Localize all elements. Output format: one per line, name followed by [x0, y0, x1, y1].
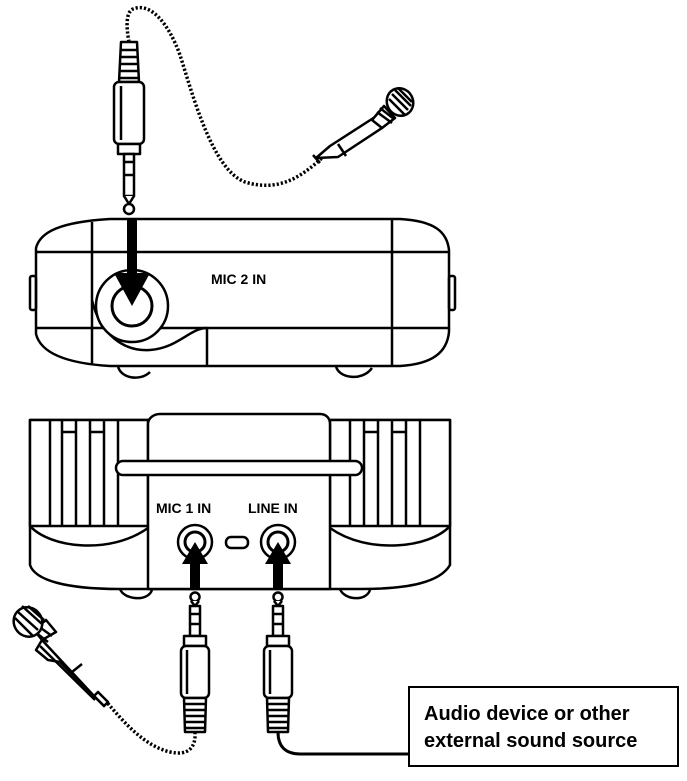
- callout-line-1: Audio device or other: [424, 703, 630, 725]
- mic2-in-label: MIC 2 IN: [211, 271, 266, 287]
- line-in-label: LINE IN: [248, 500, 298, 516]
- line-in-cable: [276, 731, 408, 756]
- bottom-mic-cable: [103, 698, 197, 755]
- mic1-plug: [179, 591, 211, 734]
- top-mic-cable: [125, 5, 324, 188]
- line-in-plug: [262, 591, 294, 734]
- bottom-microphone: [12, 605, 110, 708]
- recorder-front-view: [28, 412, 452, 600]
- callout-line-2: external sound source: [424, 730, 638, 752]
- top-plug: [112, 40, 146, 216]
- mic1-in-label: MIC 1 IN: [156, 500, 211, 516]
- external-source-callout: Audio device or other external sound sou…: [408, 686, 679, 767]
- mic2-arrow: [114, 220, 150, 306]
- top-microphone: [312, 86, 415, 164]
- mic1-arrow: [182, 542, 208, 590]
- line-in-arrow: [265, 542, 291, 590]
- recorder-side-view: [28, 217, 457, 379]
